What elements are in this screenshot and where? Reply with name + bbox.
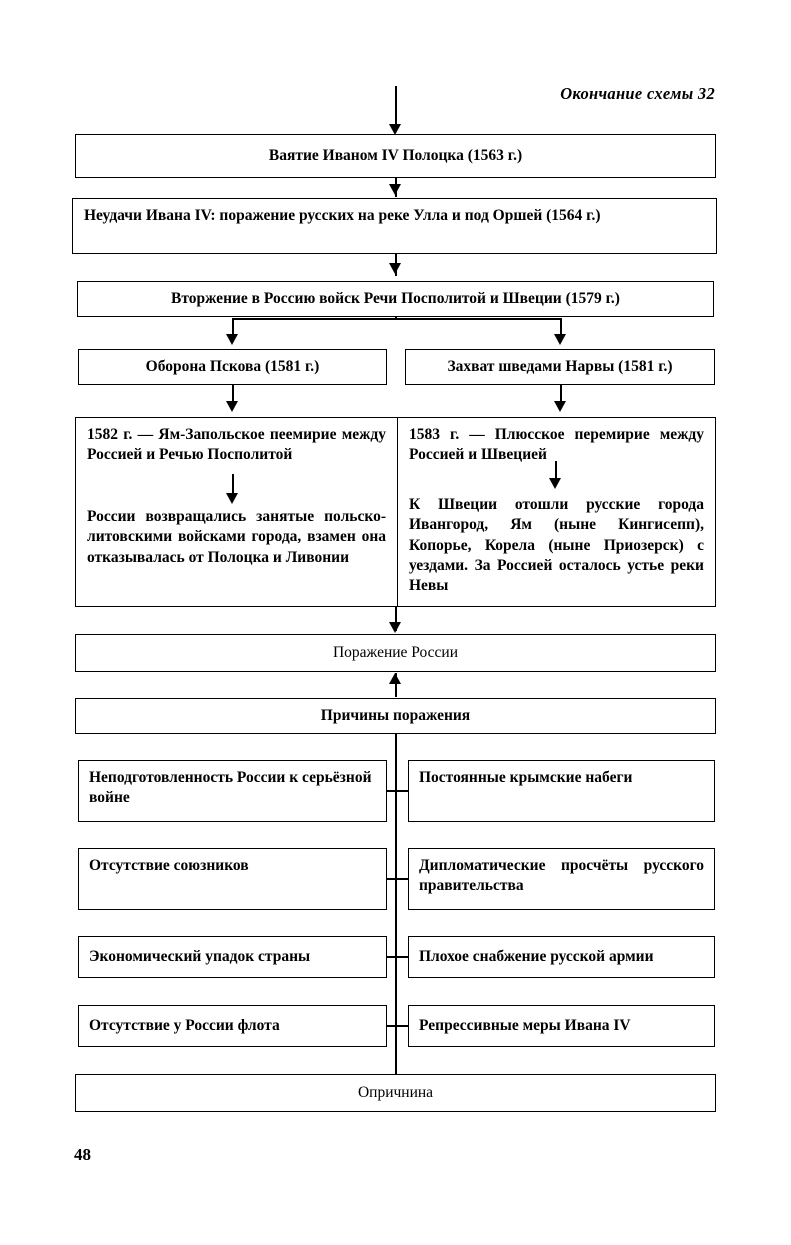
cause-row3-right-stub — [395, 956, 408, 958]
cause-right-crimean-raids-label: Постоянные крымские набеги — [419, 769, 633, 786]
node-defense-pskov-label: Оборона Пскова (1581 г.) — [145, 358, 320, 375]
cause-right-poor-supply: Плохое снабжение русской армии — [408, 936, 715, 978]
node-capture-narva: Захват шведами Нарвы (1581 г.) — [405, 349, 715, 385]
connector-4-left-line — [232, 385, 234, 407]
cause-left-no-fleet: Отсутствие у России флота — [78, 1005, 387, 1047]
node-capture-polotsk-label: Ваятие Иваном IV Полоцка (1563 г.) — [268, 147, 523, 164]
treaty-plyussa-heading: 1583 г. — Плюсское перемирие между Росси… — [409, 426, 704, 464]
cause-right-diplomatic-errors: Дипломатические просчёты русского правит… — [408, 848, 715, 910]
connector-5-arrow — [389, 622, 401, 633]
causes-spine — [395, 734, 397, 1074]
connector-3-right-line — [560, 318, 562, 338]
connector-incoming-line — [395, 86, 397, 127]
node-invasion: Вторжение в Россию войск Речи Посполитой… — [77, 281, 714, 317]
connector-1-arrow — [389, 184, 401, 195]
node-oprichnina: Опричнина — [75, 1074, 716, 1112]
connector-3-left-line — [232, 318, 234, 338]
node-russia-defeat-label: Поражение России — [332, 644, 459, 661]
cause-right-diplomatic-errors-label: Дипломатические просчёты русского правит… — [419, 857, 704, 894]
connector-3-left-arrow — [226, 334, 238, 345]
treaty-right-inner-line — [555, 461, 557, 482]
connector-4-left-arrow — [226, 401, 238, 412]
node-failures-ivan-iv-label: Неудачи Ивана IV: поражение русских на р… — [84, 207, 601, 224]
connector-3-bus — [232, 318, 561, 320]
cause-row4-left-stub — [387, 1025, 396, 1027]
connector-6-line — [395, 673, 397, 697]
treaty-left-inner-arrow — [226, 493, 238, 504]
node-causes-title-label: Причины поражения — [320, 707, 471, 724]
cause-left-economic-decline-label: Экономический упадок страны — [89, 948, 311, 965]
node-oprichnina-label: Опричнина — [357, 1084, 434, 1101]
node-causes-title: Причины поражения — [75, 698, 716, 734]
treaty-left-inner-line — [232, 474, 234, 498]
cause-left-unprepared: Неподготовленность России к серьёзной во… — [78, 760, 387, 822]
treaty-yam-zapolsky-terms: России возвращались занятые польско-лито… — [87, 508, 386, 566]
node-russia-defeat: Поражение России — [75, 634, 716, 672]
cause-row1-left-stub — [387, 790, 396, 792]
treaty-right-inner-arrow — [549, 478, 561, 489]
connector-4-right-arrow — [554, 401, 566, 412]
cause-right-crimean-raids: Постоянные крымские набеги — [408, 760, 715, 822]
node-invasion-label: Вторжение в Россию войск Речи Посполитой… — [171, 290, 620, 307]
connector-5-line — [395, 607, 397, 631]
cause-left-economic-decline: Экономический упадок страны — [78, 936, 387, 978]
connector-4-right-line — [560, 385, 562, 407]
treaty-yam-zapolsky-heading: 1582 г. — Ям-Запольское пеемирие между Р… — [87, 426, 386, 464]
cause-right-repressions-label: Репрессивные меры Ивана IV — [419, 1017, 631, 1034]
treaty-yam-zapolsky-column: 1582 г. — Ям-Запольское пеемирие между Р… — [76, 418, 398, 606]
connector-6-arrow — [389, 673, 401, 684]
connector-incoming-arrow — [389, 124, 401, 135]
cause-left-no-allies-label: Отсутствие союзников — [89, 857, 249, 874]
page-number: 48 — [74, 1145, 91, 1164]
node-defense-pskov: Оборона Пскова (1581 г.) — [78, 349, 387, 385]
connector-2-arrow — [389, 263, 401, 274]
cause-left-unprepared-label: Неподготовленность России к серьёзной во… — [89, 769, 372, 806]
running-head: Окончание схемы 32 — [560, 84, 715, 103]
cause-row2-right-stub — [395, 878, 408, 880]
node-failures-ivan-iv: Неудачи Ивана IV: поражение русских на р… — [72, 198, 717, 254]
cause-row3-left-stub — [387, 956, 396, 958]
cause-row2-left-stub — [387, 878, 396, 880]
treaty-plyussa-terms: К Швеции отошли русские города Ивангород… — [409, 496, 704, 594]
cause-left-no-allies: Отсутствие союзников — [78, 848, 387, 910]
node-capture-narva-label: Захват шведами Нарвы (1581 г.) — [447, 358, 673, 375]
cause-row4-right-stub — [395, 1025, 408, 1027]
panel-peace-treaties: 1582 г. — Ям-Запольское пеемирие между Р… — [75, 417, 716, 607]
cause-left-no-fleet-label: Отсутствие у России флота — [89, 1017, 280, 1034]
cause-right-repressions: Репрессивные меры Ивана IV — [408, 1005, 715, 1047]
treaty-plyussa-column: 1583 г. — Плюсское перемирие между Росси… — [398, 418, 715, 606]
cause-right-poor-supply-label: Плохое снабжение русской армии — [419, 948, 654, 965]
node-capture-polotsk: Ваятие Иваном IV Полоцка (1563 г.) — [75, 134, 716, 178]
cause-row1-right-stub — [395, 790, 408, 792]
connector-3-right-arrow — [554, 334, 566, 345]
